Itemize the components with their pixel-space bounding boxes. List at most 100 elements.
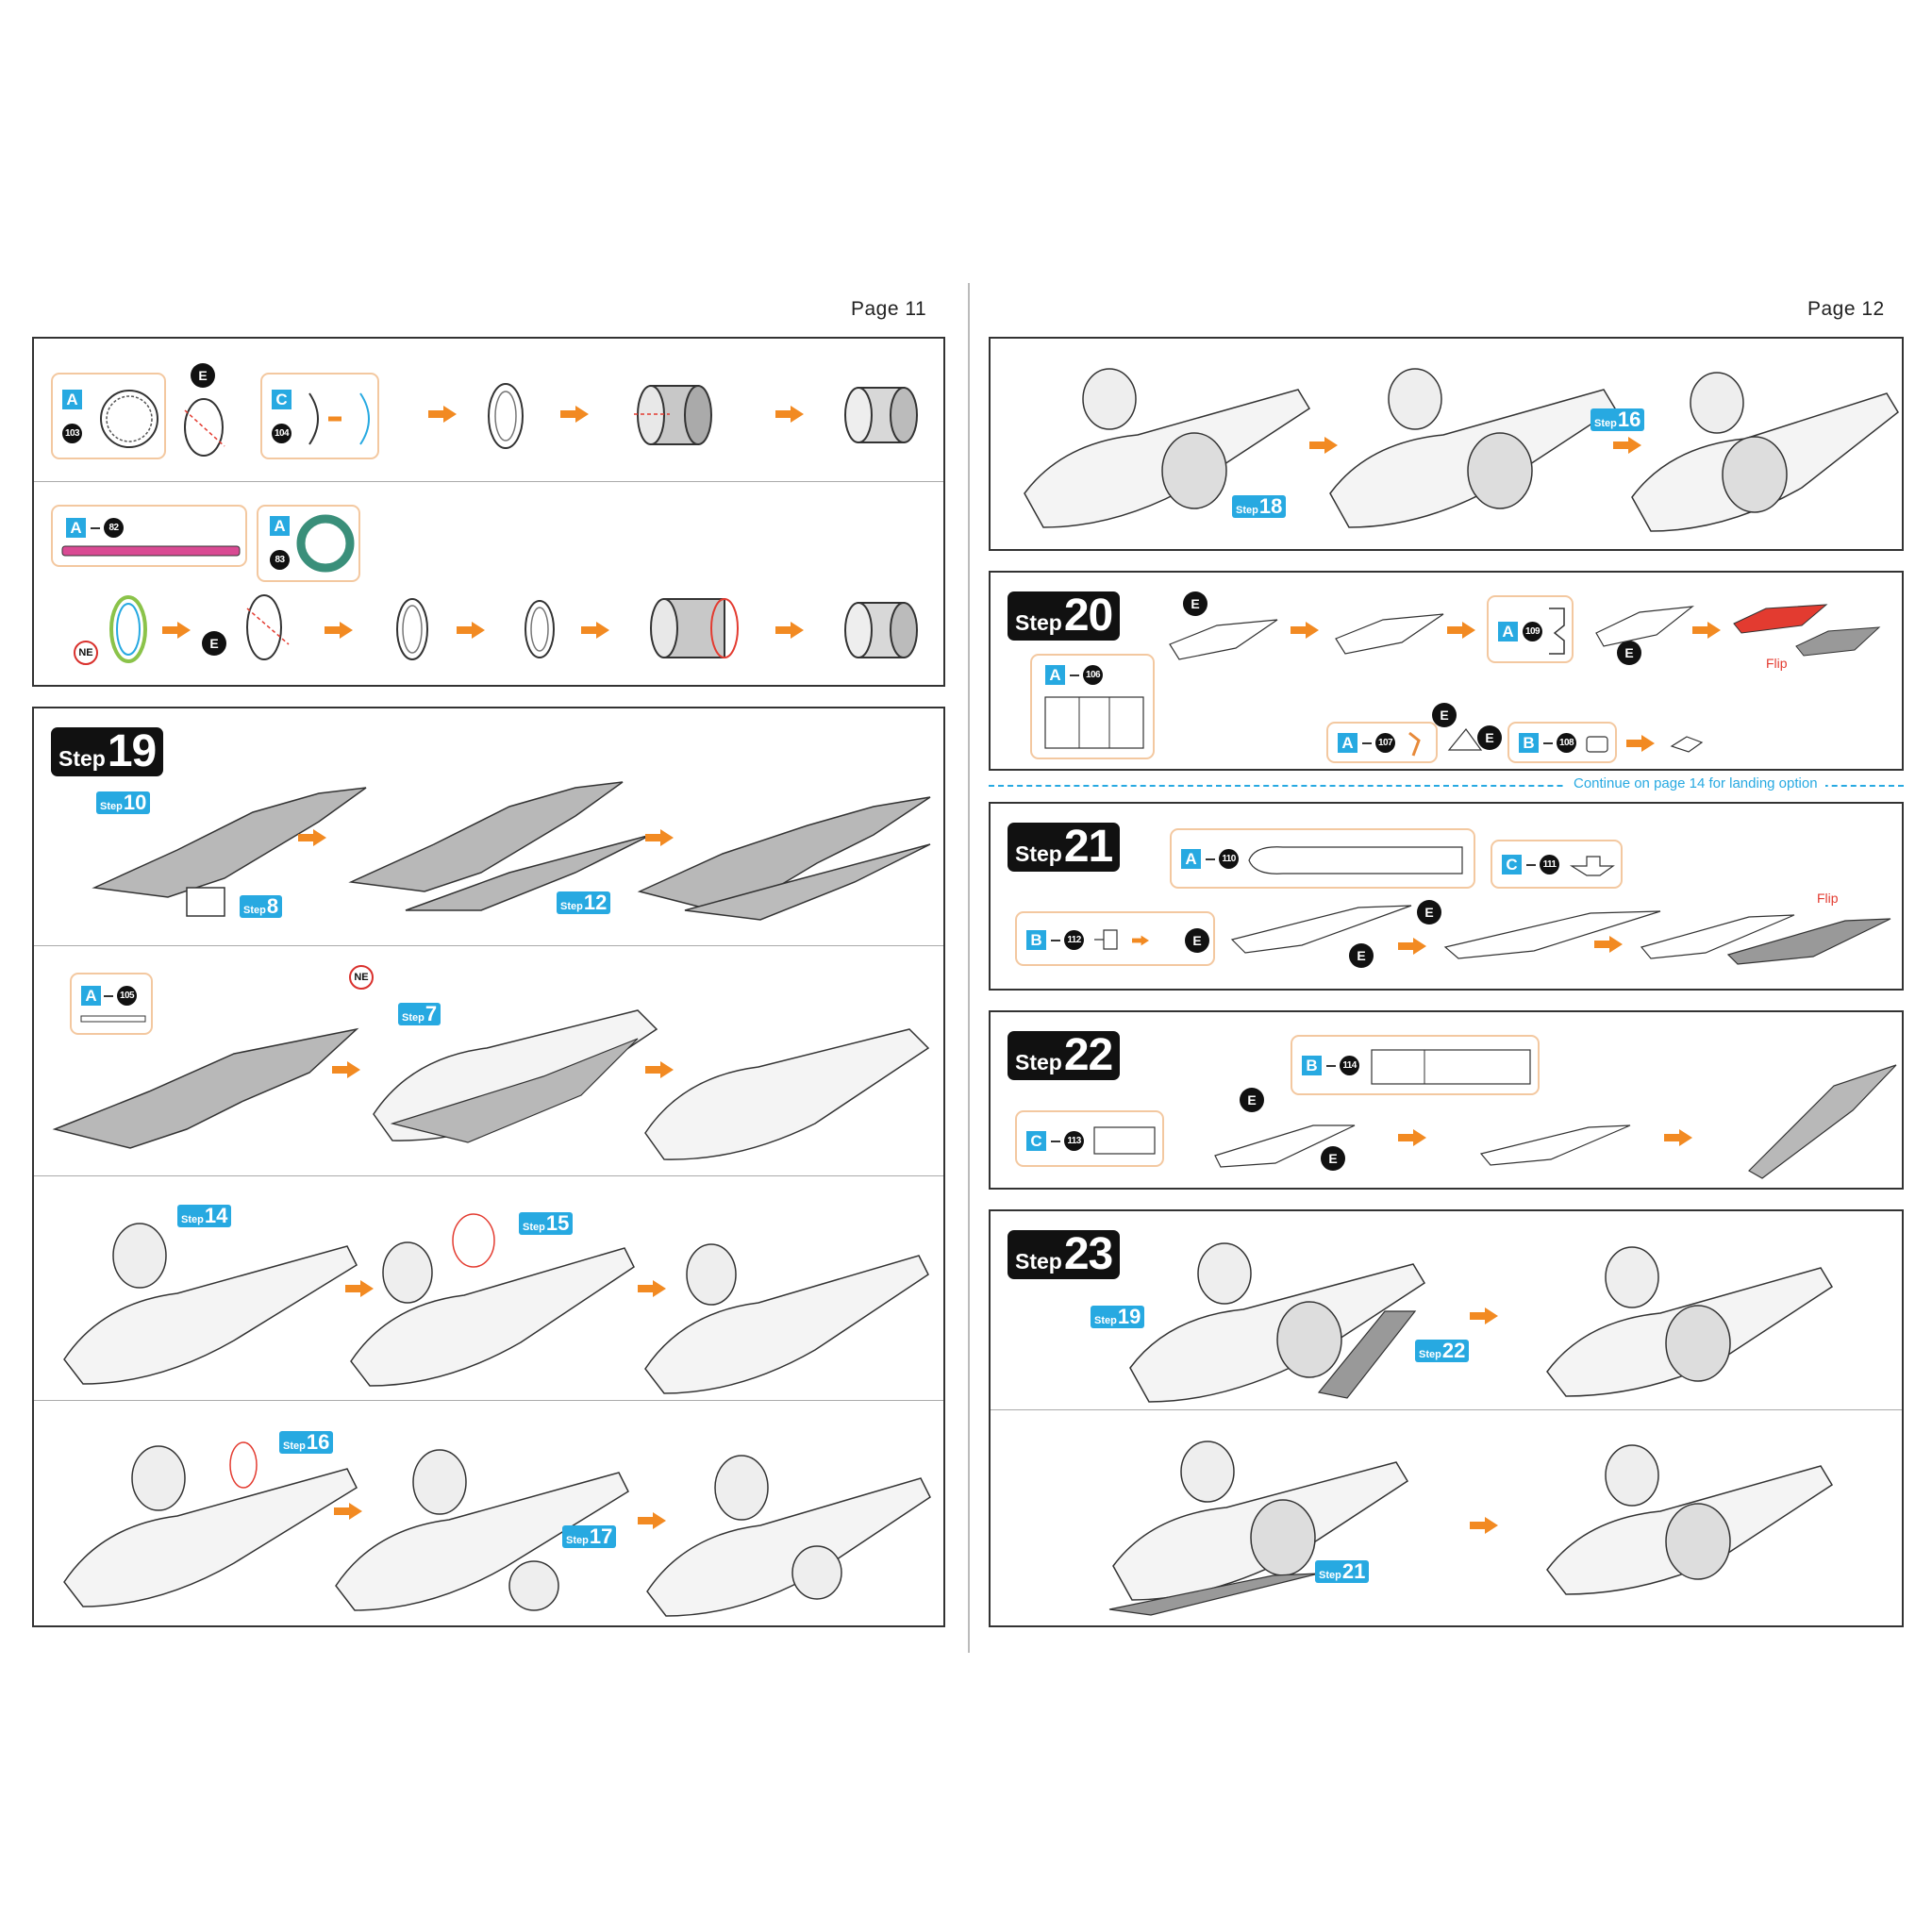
marker-e: E — [1185, 928, 1209, 953]
small-assembly-diagram — [1447, 728, 1483, 751]
callout-part-83: A 83 — [257, 505, 360, 582]
callout-part-107: A 107 — [1326, 722, 1438, 763]
arrow-icon — [1692, 622, 1721, 639]
engine-drum-diagram — [650, 598, 739, 658]
small-part-icon — [1094, 929, 1118, 950]
sheet-b-icon: B — [1026, 930, 1046, 950]
ring-fold-diagram — [184, 398, 225, 457]
flipped-plate — [1726, 918, 1891, 965]
row-divider — [34, 481, 943, 482]
callout-part-108: B 108 — [1507, 722, 1617, 763]
ship-diagram — [1108, 1441, 1409, 1616]
arrow-icon — [1470, 1517, 1498, 1534]
callout-part-110: A 110 — [1170, 828, 1475, 889]
page-number-right: Page 12 — [1807, 298, 1885, 320]
hull-diagram — [348, 781, 652, 911]
marker-e: E — [1432, 703, 1457, 727]
row-divider — [34, 1175, 943, 1176]
ship-finished-diagram — [1631, 372, 1899, 532]
ring-bracket-diagram — [246, 594, 290, 660]
engine-drum-finished — [844, 387, 918, 443]
arrow-icon — [325, 622, 353, 639]
callout-part-103: A 103 — [51, 373, 166, 459]
hull-diagram — [637, 796, 931, 921]
arrow-icon — [298, 829, 326, 846]
bracket-diagram — [1595, 606, 1695, 647]
callout-part-114: B 114 — [1291, 1035, 1540, 1095]
arrow-icon — [638, 1512, 666, 1529]
row-divider — [34, 945, 943, 946]
sheet-a-icon: A — [1045, 665, 1065, 685]
marker-e: E — [191, 363, 215, 388]
arrow-icon — [1309, 437, 1338, 454]
part-113: 113 — [1064, 1131, 1084, 1151]
ship-diagram — [1129, 1242, 1426, 1403]
clip-part-icon — [1549, 608, 1565, 655]
hull-diagram — [92, 787, 367, 917]
flip-label: Flip — [1817, 891, 1839, 906]
arrow-icon — [332, 1061, 360, 1078]
arrow-icon — [334, 1503, 362, 1520]
callout-part-82: A 82 — [51, 505, 247, 567]
plate-part-icon — [1044, 696, 1144, 749]
sheet-a-icon: A — [1338, 733, 1357, 753]
ship-diagram — [644, 1028, 930, 1160]
sheet-c-icon: C — [1026, 1131, 1046, 1151]
ship-diagram — [335, 1449, 629, 1611]
part-107: 107 — [1375, 733, 1395, 753]
arrow-icon — [428, 406, 457, 423]
strip-part-icon — [80, 1015, 146, 1023]
sheet-b-icon: B — [1302, 1056, 1322, 1075]
page-number-left: Page 11 — [851, 298, 927, 320]
marker-e: E — [1477, 725, 1502, 750]
callout-part-106: A 106 — [1030, 654, 1155, 759]
arrow-icon — [645, 1061, 674, 1078]
plate-diagram — [1479, 1124, 1631, 1166]
marker-e: E — [1417, 900, 1441, 924]
ship-diagram — [1024, 368, 1311, 528]
flipped-part — [1795, 626, 1881, 657]
arrow-icon — [345, 1280, 374, 1297]
arrow-icon — [581, 622, 609, 639]
ring-diagram — [396, 598, 428, 660]
ship-diagram — [1329, 368, 1617, 528]
sheet-c-icon: C — [272, 390, 291, 409]
small-part-icon — [1408, 731, 1421, 757]
arrow-icon — [645, 829, 674, 846]
arrow-icon — [1470, 1307, 1498, 1324]
engine-drum-finished — [844, 602, 918, 658]
ship-diagram — [1546, 1246, 1834, 1397]
bracket-diagram — [1169, 619, 1278, 660]
bracket-part-icon — [308, 392, 370, 445]
arrow-icon — [1594, 936, 1623, 953]
ring-part-icon — [100, 390, 158, 448]
sheet-a-icon: A — [81, 986, 101, 1006]
small-part-icon — [1586, 736, 1608, 753]
marker-ne: NE — [74, 641, 98, 665]
part-110: 110 — [1219, 849, 1239, 869]
arrow-icon — [1398, 938, 1426, 955]
landing-dashed-divider — [989, 785, 1904, 787]
panel-engine-rings: A 103 E C 104 A 82 A 83 NE E — [32, 337, 945, 687]
small-plate-part-icon — [1093, 1126, 1156, 1155]
ring-diagram — [525, 600, 555, 658]
row-divider — [991, 1409, 1902, 1410]
marker-e: E — [1617, 641, 1641, 665]
bracket-diagram — [1335, 613, 1444, 655]
long-plate-part-icon — [1248, 846, 1463, 874]
